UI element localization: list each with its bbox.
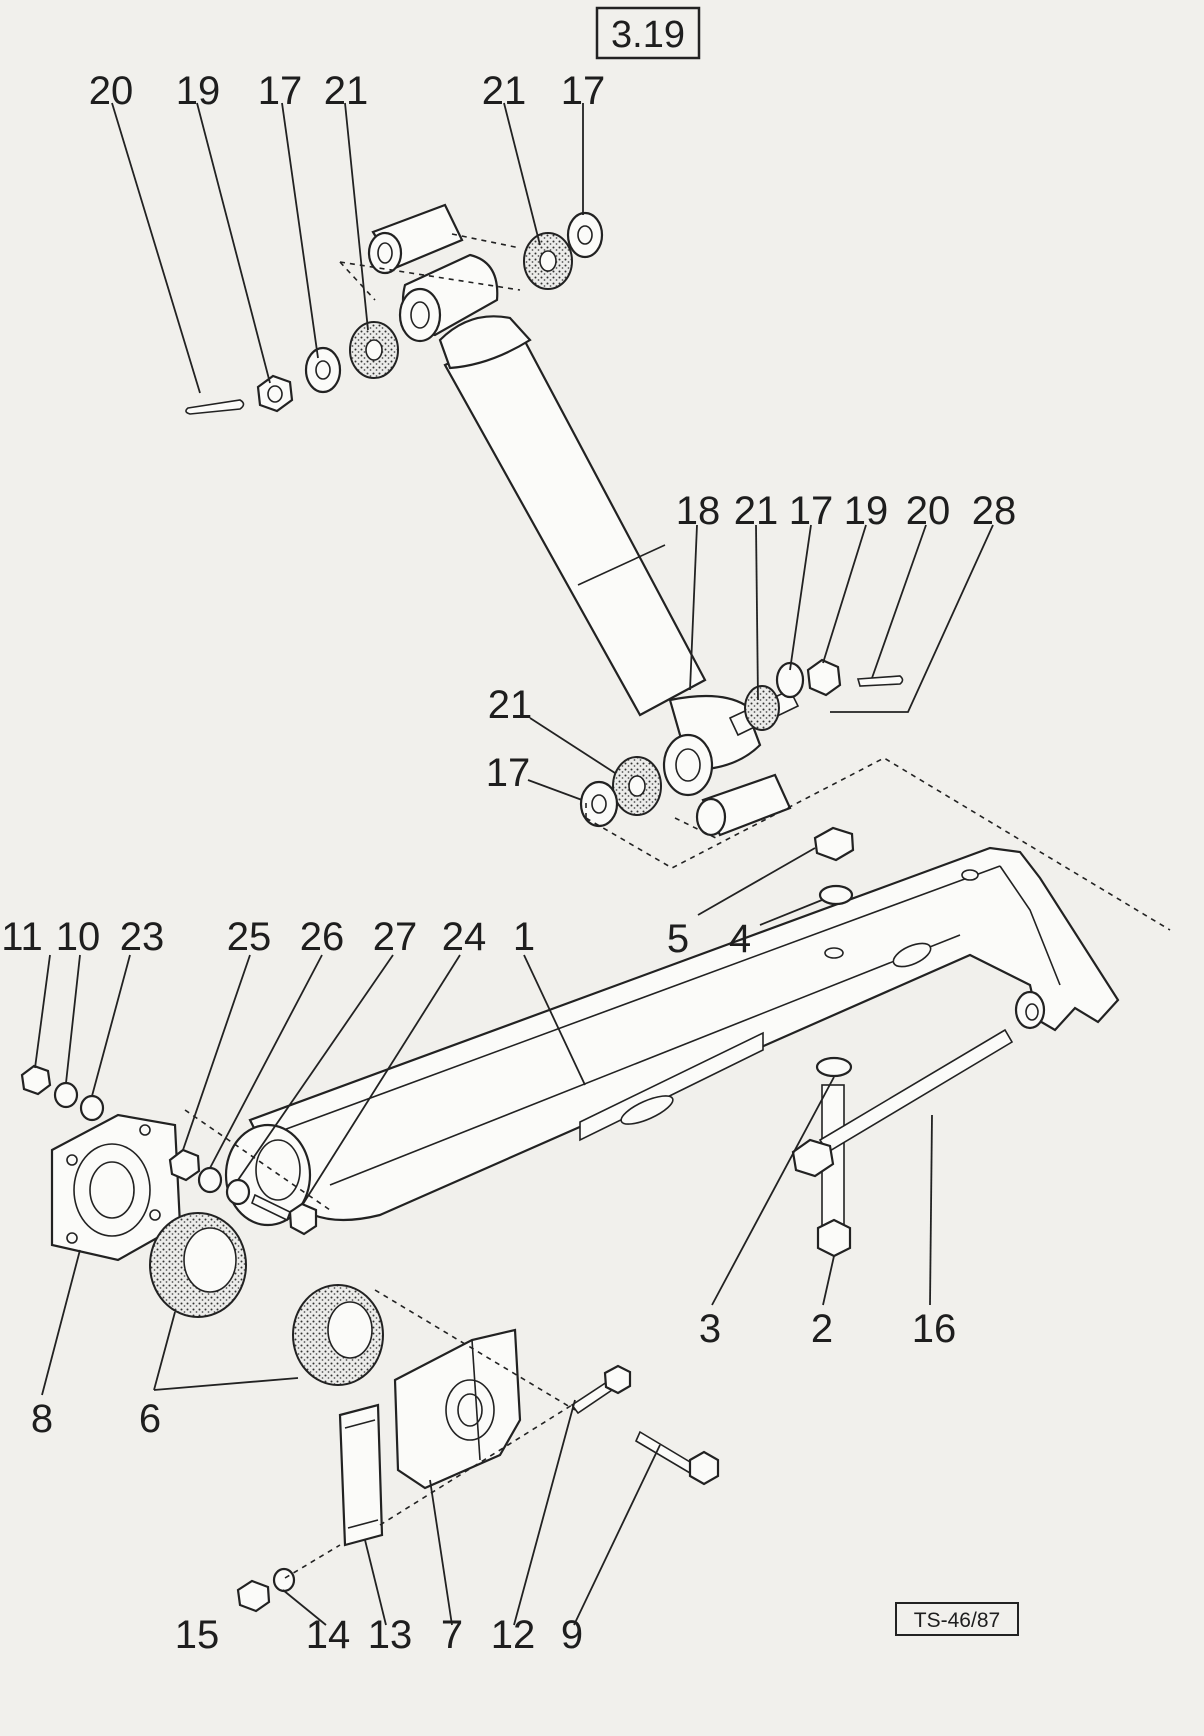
callout-20: 20 bbox=[89, 69, 134, 113]
callout-19: 19 bbox=[844, 489, 889, 533]
rubber-bush-6b bbox=[292, 1284, 384, 1386]
lower-bolt-assembly bbox=[728, 658, 904, 737]
bolt-12 bbox=[570, 1364, 632, 1415]
callout-17: 17 bbox=[258, 69, 303, 113]
callout-23: 23 bbox=[120, 915, 165, 959]
washer-4 bbox=[818, 884, 854, 906]
callout-20: 20 bbox=[906, 489, 951, 533]
drawing-number-box: TS-46/87 bbox=[895, 1602, 1019, 1636]
callout-8: 8 bbox=[31, 1397, 53, 1441]
washer-14 bbox=[272, 1567, 296, 1593]
washer-23 bbox=[79, 1094, 105, 1122]
bolt-24 bbox=[250, 1193, 318, 1236]
callout-13: 13 bbox=[368, 1613, 413, 1657]
callout-14: 14 bbox=[306, 1613, 351, 1657]
top-sleeve bbox=[367, 203, 464, 275]
callout-21: 21 bbox=[488, 683, 533, 727]
callout-24: 24 bbox=[442, 915, 487, 959]
mount-plate-8 bbox=[50, 1113, 182, 1262]
callout-12: 12 bbox=[491, 1613, 536, 1657]
callout-9: 9 bbox=[561, 1613, 583, 1657]
callout-1: 1 bbox=[513, 915, 535, 959]
callout-6: 6 bbox=[139, 1397, 161, 1441]
rubber-bush-6a bbox=[149, 1212, 247, 1318]
trailing-arm bbox=[224, 846, 1120, 1227]
clamp-13 bbox=[338, 1403, 384, 1547]
callout-19: 19 bbox=[176, 69, 221, 113]
callout-15: 15 bbox=[175, 1613, 220, 1657]
nut-11 bbox=[20, 1064, 52, 1096]
callout-25: 25 bbox=[227, 915, 272, 959]
split-pin-top bbox=[185, 399, 245, 415]
callout-5: 5 bbox=[667, 917, 689, 961]
leader-lines bbox=[34, 102, 994, 1626]
castle-nut-top bbox=[256, 374, 294, 413]
callout-10: 10 bbox=[56, 915, 101, 959]
callout-2: 2 bbox=[811, 1307, 833, 1351]
callout-21: 21 bbox=[324, 69, 369, 113]
bracket-7 bbox=[393, 1328, 522, 1490]
long-bolt-16 bbox=[791, 1028, 1014, 1178]
nut-15 bbox=[236, 1579, 271, 1613]
callout-16: 16 bbox=[912, 1307, 957, 1351]
callout-labels: 20 19 17 21 21 17 18 21 17 19 20 28 21 1… bbox=[1, 69, 1016, 1657]
bolt-9 bbox=[634, 1430, 720, 1486]
washer-26 bbox=[197, 1166, 223, 1194]
page-number-label: 3.19 bbox=[611, 14, 685, 56]
callout-21: 21 bbox=[734, 489, 779, 533]
callout-3: 3 bbox=[699, 1307, 721, 1351]
callout-11: 11 bbox=[1, 915, 43, 959]
drawing-number: TS-46/87 bbox=[914, 1609, 1000, 1632]
washer-10 bbox=[53, 1081, 79, 1109]
callout-21: 21 bbox=[482, 69, 527, 113]
page-number-box: 3.19 bbox=[595, 6, 701, 60]
washer-27 bbox=[225, 1178, 251, 1206]
callout-18: 18 bbox=[676, 489, 721, 533]
nut-5 bbox=[813, 826, 855, 862]
callout-17: 17 bbox=[561, 69, 606, 113]
callout-7: 7 bbox=[441, 1613, 463, 1657]
callout-17: 17 bbox=[789, 489, 834, 533]
bottom-sleeve bbox=[695, 773, 792, 837]
callout-28: 28 bbox=[972, 489, 1017, 533]
callout-17: 17 bbox=[486, 751, 531, 795]
callout-27: 27 bbox=[373, 915, 418, 959]
callout-26: 26 bbox=[300, 915, 345, 959]
washer-3 bbox=[815, 1056, 853, 1078]
callout-4: 4 bbox=[729, 917, 751, 961]
